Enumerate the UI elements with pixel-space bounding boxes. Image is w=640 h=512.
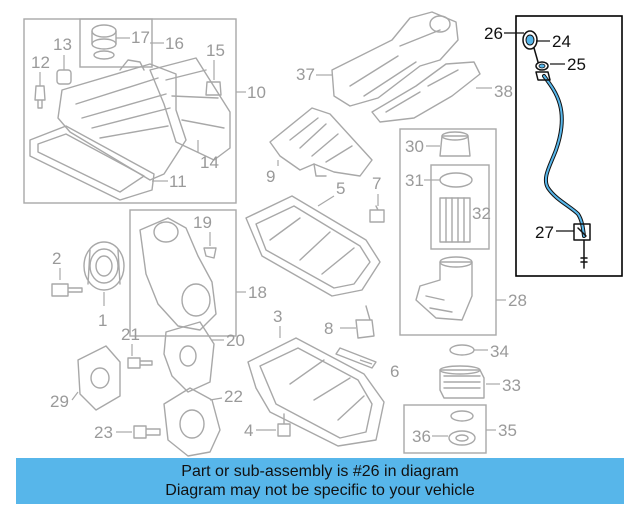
oil-baffle-part (269, 107, 373, 177)
crank-pulley-part (83, 241, 125, 291)
callout-6: 6 (390, 362, 399, 381)
gasket-22-part (163, 387, 221, 457)
callout-8: 8 (324, 319, 333, 338)
seal-kit-box (403, 404, 487, 454)
cover-gasket-part (29, 125, 155, 201)
cover-29-part (77, 345, 121, 411)
callout-32: 32 (472, 204, 491, 223)
callout-10: 10 (247, 83, 266, 102)
callout-33: 33 (502, 376, 521, 395)
upper-oil-pan-part (245, 195, 381, 297)
callout-25: 25 (567, 55, 586, 74)
drain-plug-part (369, 205, 385, 223)
callout-7: 7 (372, 174, 381, 193)
callout-21: 21 (121, 325, 140, 344)
callout-11: 11 (169, 172, 187, 191)
bracket-part (203, 247, 217, 259)
callout-2: 2 (52, 249, 61, 268)
callout-36: 36 (412, 427, 431, 446)
bolt-4-part (277, 413, 291, 437)
callout-29: 29 (50, 392, 69, 411)
oil-filter-group-box (399, 128, 497, 336)
callout-5: 5 (336, 179, 345, 198)
callout-34: 34 (490, 342, 509, 361)
guide-tube-part (535, 61, 551, 81)
seal-36-part (448, 430, 476, 446)
sensor-8-part (355, 305, 375, 339)
lower-oil-pan-part (247, 337, 385, 447)
callout-17: 17 (131, 28, 150, 47)
seal-cover-part (163, 321, 215, 393)
callout-27: 27 (535, 223, 554, 242)
callout-30: 30 (405, 137, 424, 156)
callout-28: 28 (508, 291, 527, 310)
callout-26: 26 (484, 24, 503, 43)
tube-seal-part (573, 223, 591, 241)
banner-line-disclaimer: Diagram may not be specific to your vehi… (165, 482, 475, 499)
callout-23: 23 (94, 423, 113, 442)
callout-16: 16 (165, 34, 184, 53)
callout-38: 38 (494, 82, 513, 101)
callout-24: 24 (552, 32, 571, 51)
info-banner: Part or sub-assembly is #26 in diagram D… (16, 458, 624, 504)
filter-cap-part (439, 135, 471, 157)
callout-35: 35 (498, 421, 517, 440)
callout-3: 3 (273, 307, 282, 326)
dipstick-part (522, 30, 588, 269)
banner-line-part-number: Part or sub-assembly is #26 in diagram (181, 463, 459, 480)
filter-element-part (439, 197, 471, 243)
parts-diagram: 17 16 13 12 15 14 11 10 37 38 9 5 7 (23, 11, 623, 457)
callout-13: 13 (53, 35, 72, 54)
filter-housing-part (415, 261, 473, 321)
sensor-part (34, 85, 46, 109)
manifold-gasket-part (371, 61, 481, 123)
oil-filler-cap-part (91, 24, 117, 60)
bolt-23-part (133, 425, 161, 439)
callout-1: 1 (98, 311, 107, 330)
timing-cover-group-box (129, 209, 237, 337)
filter-seal-part (439, 172, 473, 188)
callout-37: 37 (296, 65, 315, 84)
callout-20: 20 (226, 331, 245, 350)
callout-31: 31 (405, 171, 424, 190)
oil-cooler-part (439, 365, 485, 399)
dipstick-group-box (515, 15, 623, 277)
callout-19: 19 (193, 213, 212, 232)
callout-18: 18 (248, 283, 267, 302)
callout-22: 22 (224, 387, 243, 406)
timing-cover-part (139, 217, 217, 331)
baffle-plate-part (149, 57, 231, 161)
seal-ring-part (450, 410, 474, 422)
valve-part (205, 81, 222, 96)
bolt-21-part (127, 357, 153, 369)
seal-34-part (449, 344, 475, 356)
plug-part (56, 69, 72, 85)
seal-6-part (335, 347, 377, 369)
callout-9: 9 (266, 167, 275, 186)
callout-15: 15 (206, 41, 225, 60)
callout-4: 4 (244, 421, 253, 440)
filter-element-sub-box (430, 164, 490, 250)
intake-manifold-part (331, 11, 459, 107)
callout-14: 14 (200, 153, 219, 172)
valve-cover-part (57, 63, 187, 181)
callout-12: 12 (31, 53, 50, 72)
bolt-part (51, 283, 83, 297)
